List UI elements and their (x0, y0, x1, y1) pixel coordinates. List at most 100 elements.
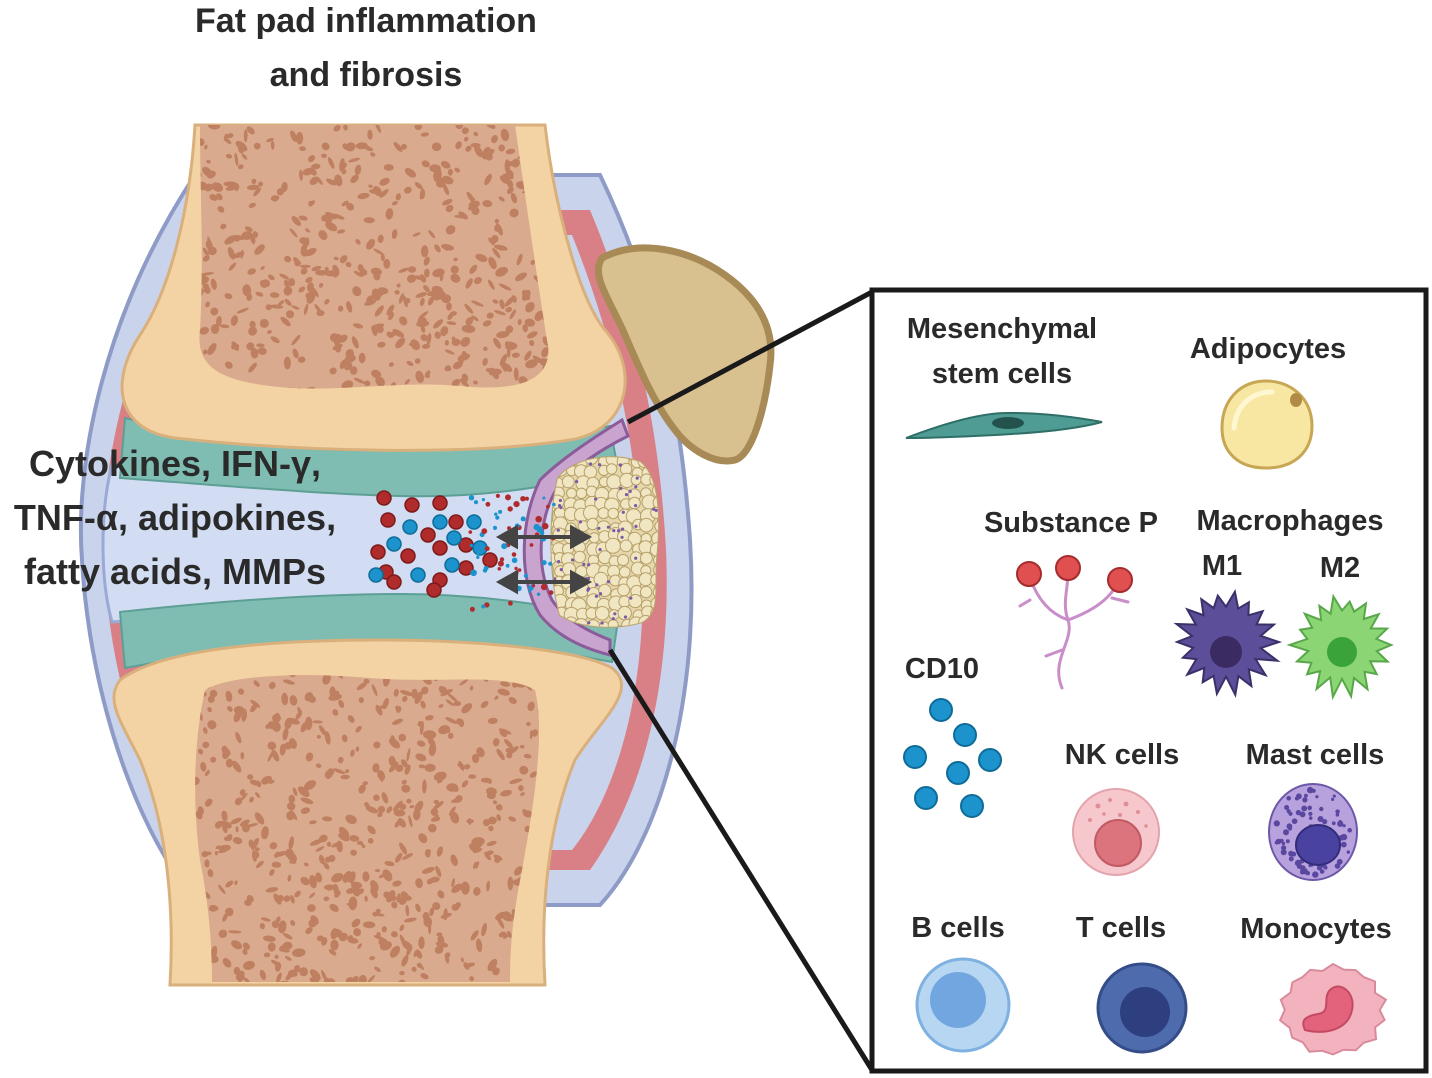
bone-pore (519, 765, 529, 775)
mast-granule (1281, 845, 1287, 851)
bone-pore (336, 840, 343, 853)
bone-pore (424, 370, 431, 378)
infrapatellar-fat-pad (550, 456, 660, 628)
mast-granule (1331, 821, 1336, 826)
bone-pore (392, 718, 404, 725)
bone-pore (454, 795, 463, 803)
bone-pore (316, 734, 321, 739)
bone-pore (267, 942, 276, 952)
bone-pore (358, 352, 366, 364)
bone-pore (451, 878, 456, 888)
bone-pore (318, 854, 325, 865)
fat-pad-inflammatory-cell (556, 528, 560, 532)
mediators-line-1: Cytokines, IFN-γ, (29, 443, 321, 484)
bone-pore (362, 921, 376, 929)
bone-pore (371, 324, 378, 336)
bone-pore (321, 937, 328, 946)
bone-pore (364, 380, 371, 387)
bone-pore (224, 293, 233, 300)
bone-pore (269, 869, 275, 876)
bone-pore (331, 873, 344, 883)
exchange-arrows (495, 524, 593, 595)
bone-pore (500, 128, 510, 142)
bone-pore (461, 324, 476, 333)
fat-pad-inflammatory-cell (618, 463, 623, 467)
bone-pore (330, 939, 339, 951)
bone-pore (386, 806, 393, 814)
bone-pore (373, 741, 381, 749)
mast-granule (1296, 793, 1302, 800)
mast-granule (1273, 820, 1280, 827)
mast-granule (1281, 841, 1286, 846)
cytokine-particle-small (552, 502, 556, 507)
bone-pore (278, 920, 287, 934)
bone-pore (465, 278, 473, 289)
bone-pore (347, 935, 353, 941)
mast-cell: Mast cells (1246, 739, 1384, 881)
cytokine-particle (370, 544, 386, 560)
bone-pore (290, 920, 296, 926)
bone-pore (455, 141, 462, 150)
cytokine-particle-small (548, 590, 554, 595)
bone-pore (259, 922, 266, 930)
bone-pore (214, 851, 219, 856)
bone-pore (283, 895, 291, 902)
bone-pore (525, 301, 535, 313)
bone-pore (274, 851, 280, 858)
mast-granule (1286, 796, 1291, 801)
fat-pad-inflammatory-cell (558, 504, 562, 508)
bone-pore (305, 752, 314, 762)
bone-pore (283, 286, 293, 296)
bone-pore (486, 880, 491, 892)
bone-pore (241, 153, 248, 160)
mast-granule (1279, 838, 1284, 843)
cytokine-particle-small (514, 566, 518, 571)
bone-pore (358, 974, 367, 982)
bone-pore (520, 792, 525, 797)
bone-pore (261, 775, 273, 785)
bone-pore (203, 286, 211, 294)
bone-pore (402, 695, 408, 702)
title-line-1: Fat pad inflammation (195, 2, 537, 40)
fat-pad-inflammatory-cell (586, 588, 590, 592)
bone-pore (199, 138, 205, 146)
bone-pore (505, 169, 514, 180)
bone-pore (445, 204, 454, 213)
bone-pore (424, 268, 430, 278)
fat-pad-adipocyte (639, 585, 653, 599)
bone-pore (341, 380, 354, 389)
bone-pore (343, 361, 353, 371)
macrophages-label: Macrophages (1197, 505, 1384, 537)
bone-pore (219, 324, 230, 329)
bone-pore (299, 967, 309, 977)
bone-pore (374, 869, 381, 873)
cytokine-particle-small (533, 523, 540, 531)
bone-pore (331, 270, 338, 278)
fat-pad-inflammatory-cell (620, 535, 624, 539)
bone-pore (285, 848, 294, 858)
bone-pore (375, 376, 385, 387)
bone-pore (351, 336, 359, 349)
mast-granule (1332, 794, 1336, 798)
bone-pore (274, 954, 279, 960)
bone-pore (248, 326, 258, 336)
bone-pore (496, 916, 505, 929)
bone-pore (208, 246, 217, 256)
cytokine-particle-small (484, 546, 490, 552)
bone-pore (514, 866, 523, 876)
bone-pore (373, 248, 384, 256)
fat-pad-inflammatory-cell (621, 527, 625, 531)
bone-pore (363, 145, 374, 152)
cytokine-particle-small (531, 584, 536, 588)
bone-pore (350, 174, 359, 184)
bone-pore (322, 675, 331, 685)
bone-pore (383, 164, 394, 171)
bone-pore (395, 193, 401, 201)
fat-pad-inflammatory-cell (553, 577, 557, 581)
bone-pore (355, 725, 362, 733)
bone-pore (225, 758, 233, 768)
bone-pore (411, 966, 417, 972)
bone-pore (333, 333, 342, 346)
cd10-particle-icon (914, 786, 938, 810)
bone-pore (221, 810, 228, 822)
